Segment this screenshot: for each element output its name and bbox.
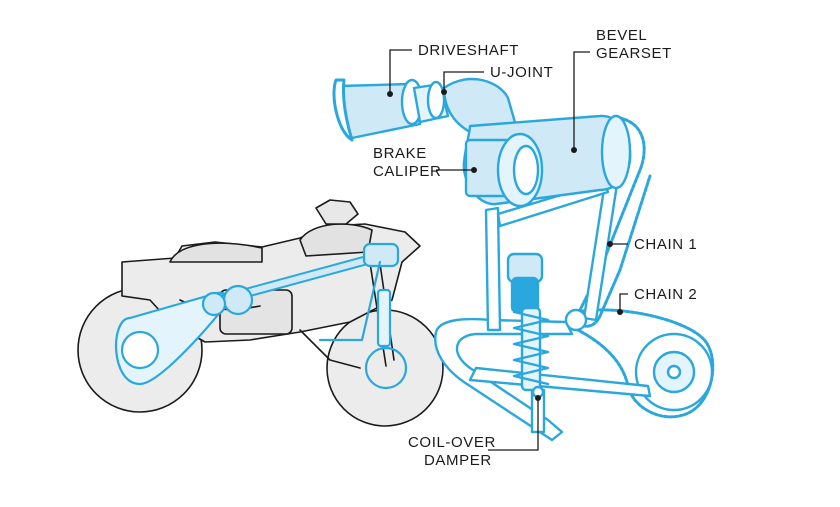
bike-tank [300,224,372,256]
label-brake-caliper-line1: BRAKE [373,145,427,162]
dot-brake-caliper [471,167,477,173]
dot-chain-1 [607,241,613,247]
label-driveshaft: DRIVESHAFT [418,42,519,59]
idler-sprocket [566,310,586,330]
frame-tube-front [486,208,500,330]
label-bevel-gearset-line1: BEVEL [596,27,647,44]
label-coil-over-damper-line1: COIL-OVER [408,434,496,451]
dot-u-joint [441,89,447,95]
detail-rear-axle [668,366,680,378]
dot-bevel-gearset [571,147,577,153]
label-brake-caliper-line2: CALIPER [373,163,441,180]
label-coil-over-damper-line2: DAMPER [424,452,492,469]
label-u-joint: U-JOINT [490,64,553,81]
u-joint-yoke [428,82,444,118]
dot-coil-over-damper [535,395,541,401]
bike-handlebar [316,200,358,224]
bevel-gearset-end [602,116,630,188]
bike-rear-hub [122,332,158,368]
label-chain-2: CHAIN 2 [634,286,697,303]
bike-drive-gear-2 [203,293,225,315]
bike-gearbox [364,244,398,266]
dot-driveshaft [387,91,393,97]
label-chain-1: CHAIN 1 [634,236,697,253]
brake-rotor-inner [514,146,538,194]
label-bevel-gearset-line2: GEARSET [596,45,672,62]
bike-damper [378,290,390,346]
dot-chain-2 [617,309,623,315]
bike-drive-gear [224,286,252,314]
